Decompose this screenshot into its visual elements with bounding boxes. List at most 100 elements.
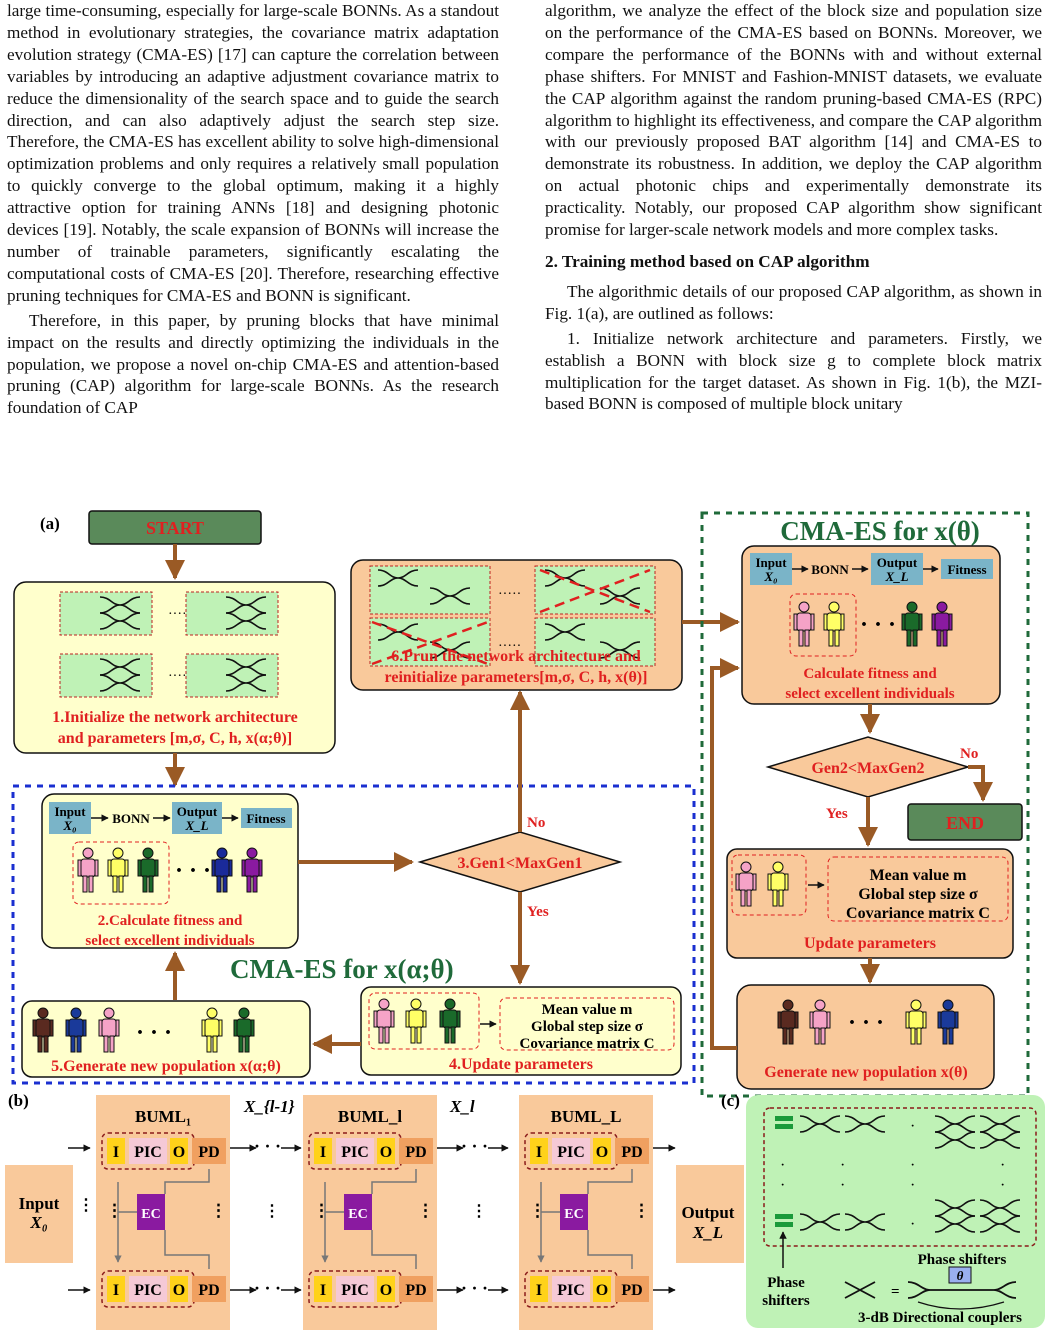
block-pic: PIC: [341, 1144, 369, 1161]
block-pic: PIC: [341, 1282, 369, 1299]
gen2-text: Gen2<MaxGen2: [811, 760, 924, 777]
yes-label-1: Yes: [527, 904, 549, 920]
block-o: O: [596, 1144, 608, 1161]
panel-a-label: (a): [40, 514, 60, 533]
step4-step-size: Global step size σ: [531, 1019, 644, 1035]
fitness-label-right: Fitness: [948, 562, 987, 577]
input-x0-text-2: X₀: [29, 1213, 47, 1232]
phase-shifters-left-1: Phase: [767, 1275, 805, 1291]
input-x0-block: [5, 1165, 73, 1263]
svg-text:·: ·: [1000, 1177, 1005, 1194]
buml-label: BUML_l: [338, 1107, 403, 1126]
figure-1: (a) START ···· ···· 1.Initialize the net…: [5, 510, 1045, 1330]
calc-fitness-text-1: Calculate fitness and: [803, 666, 937, 682]
svg-text:⋮: ⋮: [633, 1201, 650, 1220]
equals-sign: =: [891, 1284, 900, 1300]
step4-box: [360, 986, 682, 1076]
cma-alpha-region: [11, 784, 696, 1085]
svg-text:·: ·: [780, 1177, 785, 1194]
step3-text: 3.Gen1<MaxGen1: [457, 855, 582, 872]
right-column: algorithm, we analyze the effect of the …: [545, 0, 1042, 415]
svg-text:⋮: ⋮: [106, 1201, 123, 1220]
step1-network-grid: ···· ····: [59, 591, 279, 698]
end-label: END: [946, 813, 984, 833]
svg-text:⋮: ⋮: [78, 1197, 94, 1214]
phase-shifters-left-2: shifters: [762, 1293, 810, 1309]
block-pd: PD: [198, 1282, 219, 1299]
block-o: O: [380, 1144, 392, 1161]
block-i: I: [320, 1144, 326, 1161]
cma-alpha-title: CMA-ES for x(α;θ): [230, 954, 454, 984]
block-i: I: [536, 1144, 542, 1161]
right-paragraph-2: The algorithmic details of our proposed …: [545, 281, 1042, 323]
svg-text:·: ·: [1000, 1157, 1005, 1174]
svg-text:·····: ·····: [498, 639, 521, 654]
x-lm1-label: X_{l-1}: [243, 1097, 295, 1116]
step4-mean: Mean value m: [542, 1002, 633, 1018]
output-label-right: Output: [877, 555, 918, 570]
svg-text:· · ·: · · ·: [254, 1136, 281, 1156]
x0-label-right: X₀: [763, 569, 777, 584]
block-i: I: [320, 1282, 326, 1299]
block-pic: PIC: [134, 1144, 162, 1161]
xl-label-right: X_L: [884, 569, 908, 584]
block-ec: EC: [348, 1207, 367, 1222]
svg-text:· · ·: · · ·: [175, 858, 211, 884]
step6-text-2: reinitialize parameters[m,σ, C, h, x(θ)]: [385, 669, 648, 686]
svg-text:····: ····: [168, 607, 187, 622]
update-right-step: Global step size σ: [858, 886, 978, 903]
svg-text:····: ····: [168, 669, 187, 684]
gen-pop-right-box: [736, 984, 995, 1090]
block-ec: EC: [141, 1207, 160, 1222]
output-xl-block: [676, 1165, 744, 1263]
block-o: O: [380, 1282, 392, 1299]
buml-label: BUML_L: [551, 1107, 622, 1126]
block-pd: PD: [405, 1282, 426, 1299]
svg-text:·: ·: [910, 1216, 915, 1233]
svg-text:⋮: ⋮: [313, 1201, 330, 1220]
output-label: Output: [177, 804, 218, 819]
couplers-label: 3-dB Directional couplers: [858, 1310, 1022, 1326]
left-paragraph-1: large time-consuming, especially for lar…: [7, 1, 499, 305]
block-i: I: [536, 1282, 542, 1299]
svg-text:· · ·: · · ·: [461, 1136, 488, 1156]
no-label-1: No: [527, 815, 545, 831]
input-block: [49, 802, 91, 834]
phase-shifters-top: Phase shifters: [918, 1252, 1007, 1268]
update-right-text: Update parameters: [804, 935, 936, 952]
svg-text:· · ·: · · ·: [136, 1020, 172, 1046]
svg-text:·: ·: [910, 1177, 915, 1194]
block-o: O: [596, 1282, 608, 1299]
svg-text:· · ·: · · ·: [848, 1010, 884, 1036]
fitness-label: Fitness: [247, 811, 286, 826]
no-label-2: No: [960, 746, 978, 762]
x0-label: X₀: [62, 818, 76, 833]
input-x0-text-1: Input: [19, 1194, 60, 1213]
block-pic: PIC: [557, 1144, 585, 1161]
svg-text:· · ·: · · ·: [461, 1278, 488, 1298]
step6-pruned-grid: ····· ·····: [369, 565, 656, 667]
x-l-label: X_l: [449, 1097, 475, 1116]
step4-cov: Covariance matrix C: [520, 1036, 655, 1052]
svg-text:·: ·: [910, 1157, 915, 1174]
svg-text:·: ·: [780, 1157, 785, 1174]
svg-text:⋮: ⋮: [529, 1201, 546, 1220]
right-paragraph-3: 1. Initialize network architecture and p…: [545, 328, 1042, 414]
step2-box: [41, 793, 299, 949]
step3-diamond: [417, 831, 623, 893]
bonn-label-right: BONN: [811, 562, 849, 577]
calc-fitness-text-2: select excellent individuals: [785, 686, 954, 702]
start-label: START: [146, 518, 204, 538]
step4-text: 4.Update parameters: [449, 1056, 593, 1073]
gen-pop-right-text: Generate new population x(θ): [764, 1064, 967, 1081]
left-column: large time-consuming, especially for lar…: [7, 0, 499, 419]
block-o: O: [173, 1282, 185, 1299]
output-xl-text-1: Output: [682, 1203, 735, 1222]
input-label-right: Input: [755, 555, 787, 570]
svg-text:·: ·: [840, 1177, 845, 1194]
block-o: O: [173, 1144, 185, 1161]
block-pd: PD: [198, 1144, 219, 1161]
